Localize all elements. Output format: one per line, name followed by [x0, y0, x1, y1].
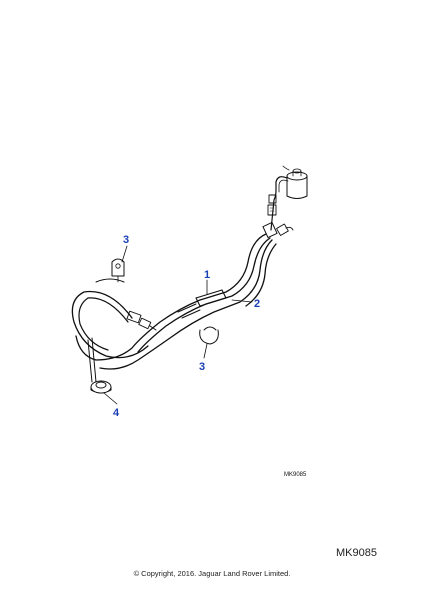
- hose-2: [99, 239, 273, 370]
- callout-2: 2: [254, 298, 260, 310]
- callout-1: 1: [204, 269, 210, 281]
- pipe-fitting-upper: [267, 194, 277, 216]
- callout-4: 4: [113, 407, 120, 419]
- callout-3-upper: 3: [123, 234, 129, 246]
- leader-lines: [103, 245, 253, 405]
- drier-pipe: [270, 176, 288, 231]
- hose-loop: [71, 290, 149, 359]
- callout-3-lower: 3: [199, 361, 205, 373]
- hose-1: [75, 233, 267, 361]
- figure-ref: MK9085: [284, 472, 307, 478]
- ref-code: MK9085: [336, 547, 377, 559]
- hose-sleeve: [177, 289, 227, 319]
- hose-clip-lower: [199, 326, 219, 345]
- copyright-notice: © Copyright, 2016. Jaguar Land Rover Lim…: [133, 569, 291, 578]
- grommet: [90, 380, 112, 394]
- hose-end-fitting: [126, 310, 157, 331]
- hose-coupling: [262, 221, 294, 239]
- receiver-drier: [282, 165, 308, 199]
- hose-clip-upper: [111, 258, 125, 283]
